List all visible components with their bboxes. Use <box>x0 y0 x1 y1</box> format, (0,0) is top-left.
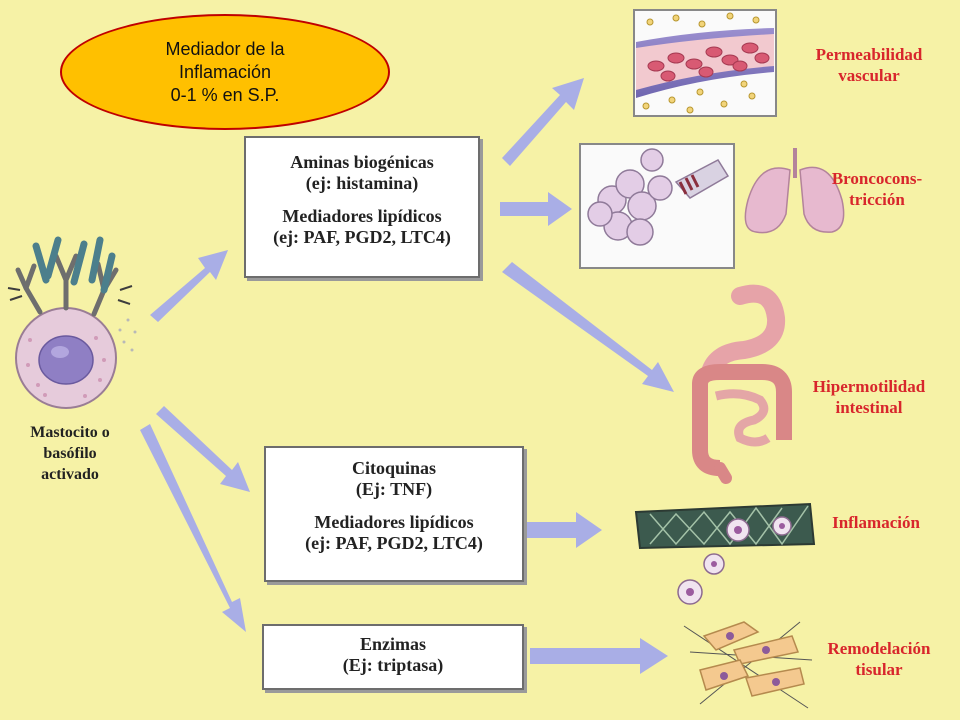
lungs-illustration <box>744 148 845 234</box>
effect-remodelacion: Remodelación tisular <box>814 638 944 680</box>
box2-line-1: Citoquinas <box>351 458 437 478</box>
mediator-box-amines: Aminas biogénicas (ej: histamina) Mediad… <box>244 136 480 278</box>
effect-remodelacion-line-1: Remodelación <box>827 639 931 658</box>
intestine-illustration <box>692 284 792 484</box>
blood-vessel-illustration <box>633 9 777 117</box>
box1-line-1: Aminas biogénicas <box>290 152 434 172</box>
effect-hipermotilidad: Hipermotilidad intestinal <box>798 376 940 418</box>
mediator-box-enzymes: Enzimas (Ej: triptasa) <box>262 624 524 690</box>
mast-cell-illustration <box>7 236 137 409</box>
effect-permeabilidad-line-1: Permeabilidad <box>815 45 923 64</box>
cell-label-line-2: basófilo <box>43 445 97 462</box>
box1-line-2: (ej: histamina) <box>305 173 419 193</box>
box3-line-2: (Ej: triptasa) <box>342 655 444 675</box>
effect-hipermotilidad-line-1: Hipermotilidad <box>812 377 926 396</box>
effect-inflamacion: Inflamación <box>818 512 934 533</box>
effect-broncoconstriccion: Broncocons- tricción <box>818 168 936 210</box>
box2-line-3: Mediadores lipídicos <box>314 512 474 532</box>
callout-line-3: 0-1 % en S.P. <box>170 84 280 105</box>
effect-permeabilidad: Permeabilidad vascular <box>800 44 938 86</box>
inflammation-illustration <box>634 502 816 605</box>
effect-permeabilidad-line-2: vascular <box>838 66 900 85</box>
callout-line-2: Inflamación <box>178 61 272 82</box>
effect-bronco-line-1: Broncocons- <box>831 169 923 188</box>
box3-line-1: Enzimas <box>359 634 426 654</box>
callout-line-1: Mediador de la <box>165 38 285 59</box>
cell-label-line-1: Mastocito o <box>30 424 110 441</box>
box2-line-2: (Ej: TNF) <box>355 479 433 499</box>
effect-inflamacion-line-1: Inflamación <box>832 513 920 532</box>
flow-arrows <box>140 78 674 674</box>
effect-hipermotilidad-line-2: intestinal <box>835 398 903 417</box>
effect-bronco-line-2: tricción <box>849 190 905 209</box>
tissue-remodeling-illustration <box>683 621 813 709</box>
box2-line-4: (ej: PAF, PGD2, LTC4) <box>305 533 483 553</box>
box1-line-3: Mediadores lipídicos <box>282 206 442 226</box>
cell-label-line-3: activado <box>41 466 99 483</box>
effect-remodelacion-line-2: tisular <box>855 660 903 679</box>
mediator-box-cytokines: Citoquinas (Ej: TNF) Mediadores lipídico… <box>264 446 524 582</box>
bronchi-illustration <box>579 143 735 269</box>
box1-line-4: (ej: PAF, PGD2, LTC4) <box>273 227 451 247</box>
mast-cell-label: Mastocito o basófilo activado <box>10 422 130 485</box>
mediator-callout: Mediador de la Inflamación 0-1 % en S.P. <box>60 14 390 130</box>
